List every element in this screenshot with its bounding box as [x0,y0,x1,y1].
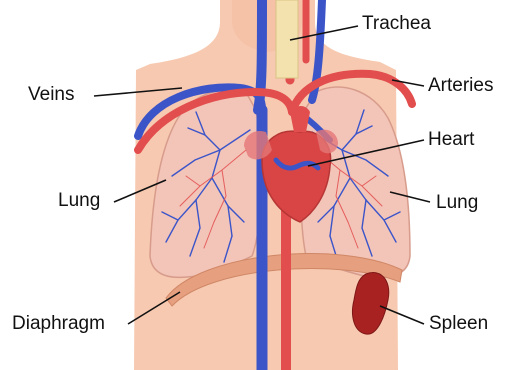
label-spleen: Spleen [429,314,488,333]
label-heart: Heart [428,130,474,149]
label-arteries: Arteries [428,76,493,95]
label-veins: Veins [28,85,74,104]
label-diaphragm: Diaphragm [12,314,105,333]
label-lung-left: Lung [58,191,100,210]
label-trachea: Trachea [362,14,431,33]
label-lung-right: Lung [436,193,478,212]
